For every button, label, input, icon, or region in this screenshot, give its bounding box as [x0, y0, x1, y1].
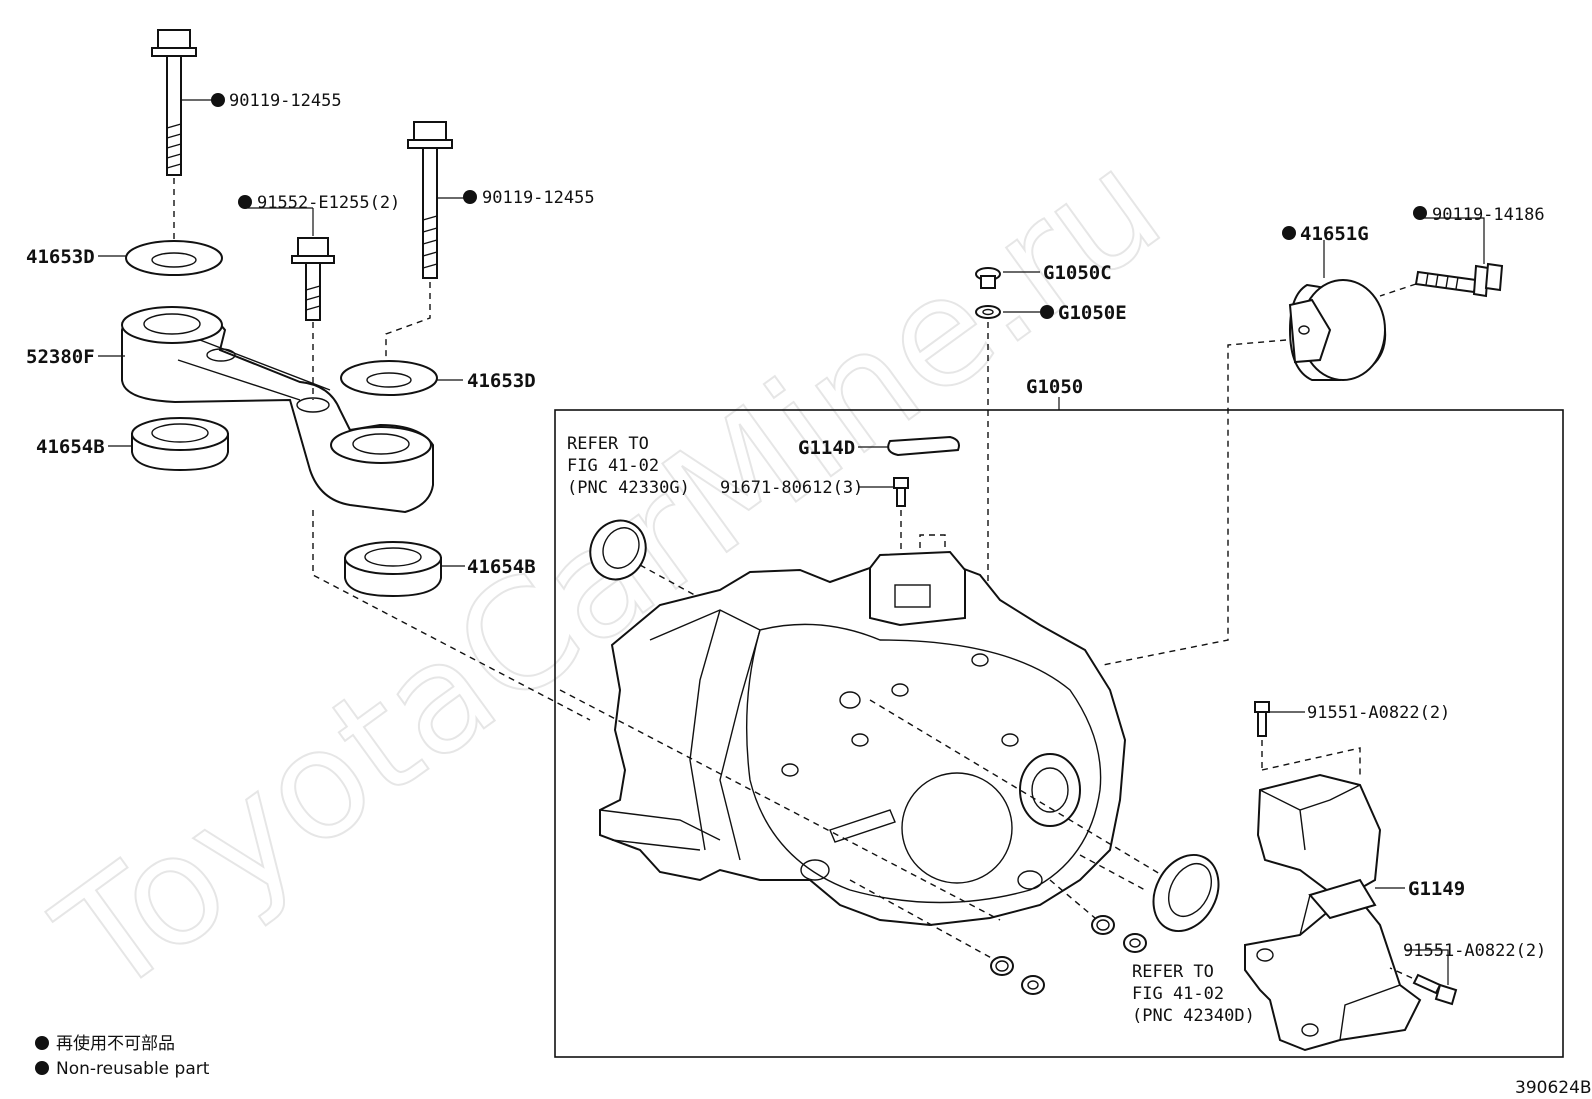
- label-90119-14186: 90119-14186: [1432, 205, 1545, 225]
- label-91552-e1255: 91552-E1255(2): [257, 193, 400, 213]
- washer-41653d-a[interactable]: [125, 240, 223, 276]
- bolt-90119-14186[interactable]: [1414, 262, 1504, 298]
- bracket-g1149[interactable]: [1244, 773, 1422, 1052]
- nonreusable-dot: [1413, 206, 1427, 220]
- plug-lower-a[interactable]: [1021, 975, 1045, 995]
- refer-bottom-line2: FIG 41-02: [1132, 984, 1224, 1004]
- gasket-g1050e[interactable]: [975, 305, 1001, 319]
- label-91671-80612: 91671-80612(3): [720, 478, 863, 498]
- bushing-41654b-a[interactable]: [131, 417, 229, 472]
- label-91551-a0822-a: 91551-A0822(2): [1307, 703, 1450, 723]
- bolt-91551-a0822-b[interactable]: [1412, 973, 1458, 1006]
- label-41651g: 41651G: [1300, 223, 1369, 245]
- refer-top-line2: FIG 41-02: [567, 456, 659, 476]
- legend-dot-cn: [35, 1036, 49, 1050]
- o-ring-lower-b[interactable]: [1091, 915, 1115, 935]
- refer-top-line1: REFER TO: [567, 434, 649, 454]
- transaxle-mount-41651g[interactable]: [1288, 279, 1387, 381]
- nonreusable-dot: [238, 195, 252, 209]
- legend-dot-en: [35, 1061, 49, 1075]
- plug-g1050c[interactable]: [975, 267, 1001, 289]
- bolt-91552-e1255[interactable]: [291, 237, 335, 321]
- refer-top-line3: (PNC 42330G): [567, 478, 690, 498]
- seal-g114d[interactable]: [887, 435, 960, 457]
- label-g1050e: G1050E: [1058, 302, 1127, 324]
- bushing-41654b-b[interactable]: [344, 541, 442, 598]
- refer-bottom-line1: REFER TO: [1132, 962, 1214, 982]
- label-41654b-a: 41654B: [36, 436, 105, 458]
- figure-id: 390624B: [1515, 1078, 1592, 1098]
- bolt-91671-80612[interactable]: [893, 477, 909, 507]
- oil-seal-top[interactable]: [580, 511, 656, 589]
- o-ring-lower-a[interactable]: [990, 956, 1014, 976]
- label-g1050c: G1050C: [1043, 262, 1112, 284]
- label-90119-12455-a: 90119-12455: [229, 91, 342, 111]
- label-41654b-b: 41654B: [467, 556, 536, 578]
- engine-mount-rod-52380f[interactable]: [121, 306, 434, 514]
- label-g1149: G1149: [1408, 878, 1465, 900]
- label-41653d-b: 41653D: [467, 370, 536, 392]
- legend-cn: 再使用不可部品: [56, 1033, 175, 1054]
- bolt-91551-a0822-a[interactable]: [1254, 701, 1270, 737]
- refer-bottom-line3: (PNC 42340D): [1132, 1006, 1255, 1026]
- label-41653d-a: 41653D: [26, 246, 95, 268]
- label-52380f: 52380F: [26, 346, 95, 368]
- label-90119-12455-b: 90119-12455: [482, 188, 595, 208]
- plug-lower-b[interactable]: [1123, 933, 1147, 953]
- nonreusable-dot: [1282, 226, 1296, 240]
- nonreusable-dot: [463, 190, 477, 204]
- bolt-90119-12455-a[interactable]: [151, 29, 197, 176]
- label-g114d: G114D: [798, 437, 855, 459]
- label-91551-a0822-b: 91551-A0822(2): [1403, 941, 1546, 961]
- oil-seal-bottom[interactable]: [1141, 844, 1232, 943]
- transaxle-housing[interactable]: [599, 550, 1127, 927]
- legend-en: Non-reusable part: [56, 1059, 210, 1079]
- bolt-90119-12455-b[interactable]: [407, 121, 453, 279]
- nonreusable-dot: [1040, 305, 1054, 319]
- nonreusable-dot: [211, 93, 225, 107]
- assembly-box-label: G1050: [1026, 376, 1083, 398]
- washer-41653d-b[interactable]: [340, 360, 438, 396]
